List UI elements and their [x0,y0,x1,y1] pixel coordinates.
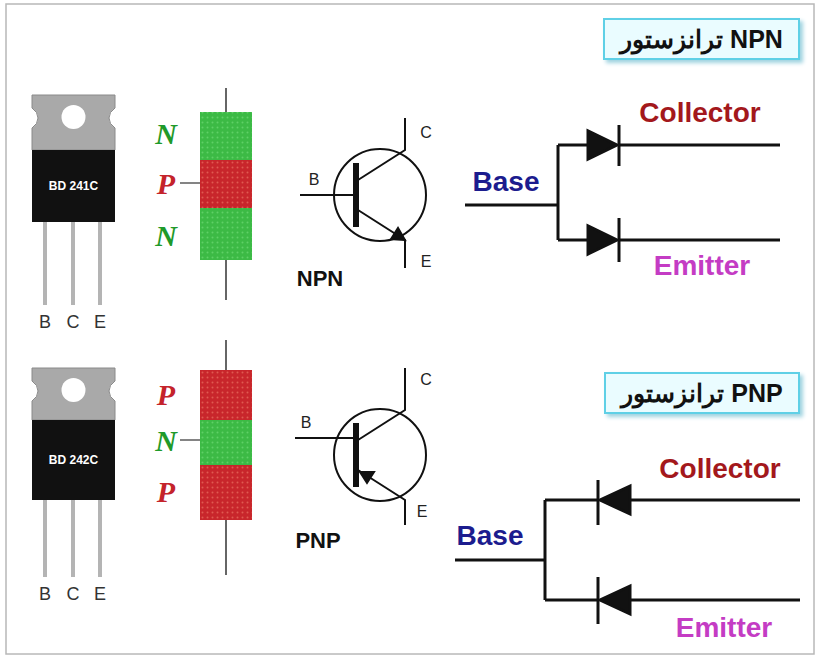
n-layer [200,420,252,465]
pin-label: B [39,585,51,603]
terminal-label: E [417,504,428,520]
terminal-label: B [301,415,312,431]
pin-label: E [94,313,106,331]
pin-label: E [94,585,106,603]
layer-label: N [155,221,177,251]
terminal-name: Collector [659,455,780,483]
terminal-name: Emitter [654,252,750,280]
title-box: ترانزستور NPN [603,18,800,60]
terminal-name: Emitter [676,614,772,642]
layer-stack [180,88,252,300]
type-label: NPN [297,268,343,290]
layer-label: P [157,169,175,199]
pnp-diode-model [455,480,800,624]
package-body: BD 242C [32,420,115,500]
pnp-symbol [295,368,426,525]
package-body: BD 241C [32,150,115,222]
p-layer [200,370,252,420]
pin-label: C [67,313,80,331]
n-layer [200,208,252,260]
package-tab [32,95,115,150]
title-text: ترانزستور NPN [620,25,783,54]
layer-label: N [155,119,177,149]
terminal-label: B [309,172,320,188]
type-label: PNP [295,530,340,552]
p-layer [200,160,252,208]
mount-hole [62,105,86,129]
pin-label: C [67,585,80,603]
to220-package [32,95,115,305]
layer-label: P [157,380,175,410]
terminal-label: E [421,254,432,270]
npn-diode-model [465,125,780,262]
terminal-label: C [420,372,432,388]
npn-symbol [300,118,426,268]
mount-hole [62,378,86,402]
pin-label: B [39,313,51,331]
p-layer [200,465,252,520]
terminal-name: Base [473,168,540,196]
part-number: BD 242C [49,453,98,467]
package-pins [45,222,100,305]
layer-label: N [155,426,177,456]
frame [6,4,814,654]
terminal-name: Collector [639,99,760,127]
terminal-label: C [420,125,432,141]
part-number: BD 241C [49,179,98,193]
package-pins [45,500,100,577]
terminal-name: Base [457,522,524,550]
package-tab [32,368,115,420]
title-box: ترانزستور PNP [604,372,800,414]
to220-package [32,368,115,577]
layer-stack [180,340,252,575]
title-text: ترانزستور PNP [621,379,782,408]
layer-label: P [157,477,175,507]
n-layer [200,112,252,160]
